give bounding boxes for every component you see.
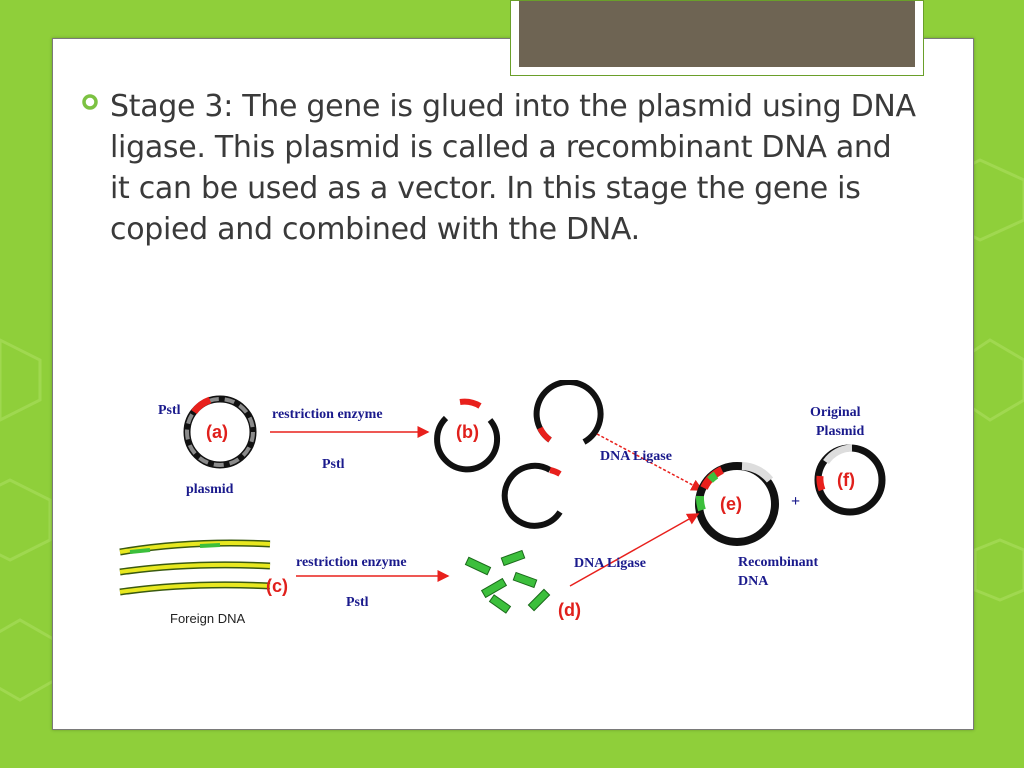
title-placeholder (510, 0, 924, 76)
plasmid-label: plasmid (186, 482, 234, 497)
foreign-dna-strands (120, 543, 270, 592)
cut-plasmid-upper (537, 382, 601, 442)
label-f: (f) (837, 470, 855, 490)
dna-ligase-top-label: DNA Ligase (600, 449, 672, 464)
bullet-circle-icon (82, 94, 98, 110)
pstl-arrow-top-label: Pstl (322, 457, 345, 472)
arrow-ligase-bottom (570, 514, 698, 586)
label-c: (c) (266, 576, 288, 596)
original-label-line1: Original (810, 405, 861, 420)
recombinant-label-line1: Recombinant (738, 555, 818, 570)
label-b: (b) (456, 422, 479, 442)
pstl-arrow-bottom-label: Pstl (346, 595, 369, 610)
title-bar (519, 1, 915, 67)
plus-sign: + (791, 493, 800, 510)
label-e: (e) (720, 494, 742, 514)
pstl-label-top: Pstl (158, 403, 181, 418)
original-label-line2: Plasmid (816, 424, 864, 439)
recombinant-label-line2: DNA (738, 574, 769, 589)
bullet-text: Stage 3: The gene is glued into the plas… (110, 86, 920, 250)
cut-plasmid-lower (505, 466, 560, 526)
foreign-dna-label: Foreign DNA (170, 611, 245, 626)
dna-ligase-bottom-label: DNA Ligase (574, 556, 646, 571)
restriction-enzyme-top-label: restriction enzyme (272, 407, 383, 422)
recombinant-dna-diagram: Pstl (a) plasmid restriction enzyme Pstl… (110, 380, 910, 640)
label-a: (a) (206, 422, 228, 442)
label-d: (d) (558, 600, 581, 620)
dna-fragments (465, 550, 549, 613)
restriction-enzyme-bottom-label: restriction enzyme (296, 555, 407, 570)
